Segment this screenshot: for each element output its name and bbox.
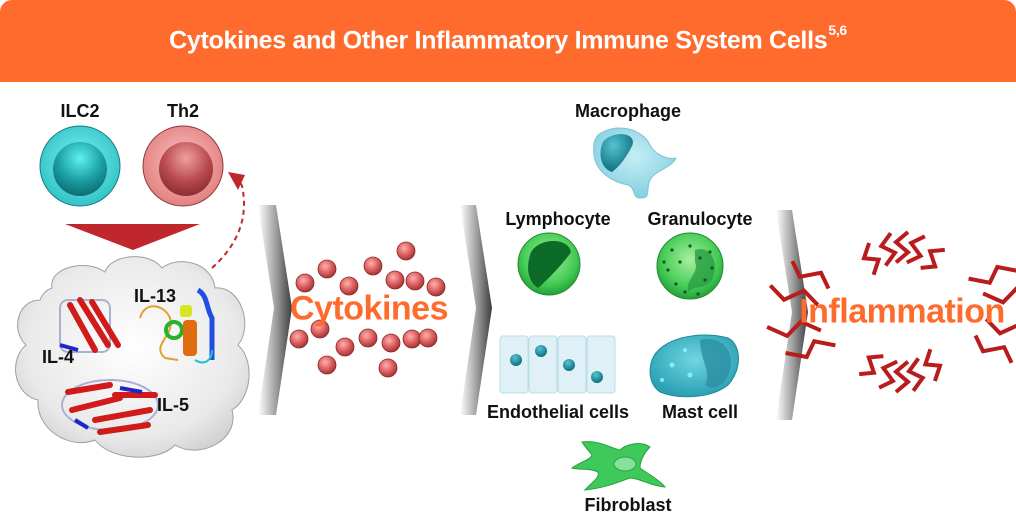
granule-dot [710,266,714,270]
chevron-arrow-2 [460,205,492,415]
lightning-bolt-icon [973,334,1014,364]
granule-dot [666,268,670,272]
lightning-bolt-icon [982,286,1016,305]
granule-dot [688,244,692,248]
lightning-bolt-icon [878,359,899,390]
cytokine-bead-icon [405,271,425,291]
cytokine-bead-icon [289,329,309,349]
fibroblast-cell-icon [570,441,667,491]
title-banner: Cytokines and Other Inflammatory Immune … [0,0,1016,82]
feedback-arrow-icon [211,177,245,269]
granule-dot [674,282,678,286]
title-citation: 5,6 [828,22,847,39]
cytokine-bead-icon [317,355,337,375]
lymphocyte-label: Lymphocyte [505,209,611,229]
granule-dot [670,248,674,252]
il5-label: IL-5 [157,395,190,415]
cytokine-bead-icon [363,256,383,276]
lightning-bolt-icon [768,284,820,307]
granule-dot [708,250,712,254]
lightning-bolt-icon [790,260,831,290]
cytokine-bead-icon [418,328,438,348]
fibroblast-label: Fibroblast [584,495,672,515]
macrophage-label: Macrophage [574,101,682,121]
cytokine-bead-icon [335,337,355,357]
lightning-bolt-icon [785,339,836,360]
cytokine-bead-icon [358,328,378,348]
cytokine-bead-icon [317,259,337,279]
mast-cell-icon [649,334,739,398]
endothelial-cells-label: Endothelial cells [486,402,630,422]
lightning-bolt-icon [892,360,912,394]
cytokine-bead-icon [396,241,416,261]
chevron-arrow-3 [776,210,808,420]
title-text: Cytokines and Other Inflammatory Immune … [169,26,828,55]
mast-cell-label: Mast cell [661,402,739,422]
lightning-bolt-icon [922,348,943,382]
down-arrow-icon [65,224,200,250]
il5-protein-icon [61,379,159,435]
cytokine-bead-icon [339,276,359,296]
granulocyte-cell-icon [656,232,724,300]
cytokine-bead-icon [402,329,422,349]
lightning-bolt-icon [905,234,926,265]
il4-protein-icon [59,297,121,353]
inflammation-bolts [766,230,1016,394]
cytokine-bead-icon [426,277,446,297]
chevron-arrow-1 [258,205,292,415]
ilc2-label: ILC2 [60,101,100,121]
cytokine-bead-icon [295,273,315,293]
cytokine-bead-icon [378,358,398,378]
granule-dot [678,260,682,264]
il4-label: IL-4 [42,347,75,367]
cytokine-bead-icon [310,319,330,339]
lightning-bolt-icon [905,357,926,392]
endothelial-cells-icon [499,335,616,394]
granule-dot [696,292,700,296]
lightning-bolt-icon [984,317,1016,336]
lightning-bolt-icon [861,242,882,276]
macrophage-cell-icon [593,127,677,199]
lightning-bolt-icon [892,230,912,264]
lightning-bolt-icon [766,319,822,339]
page-title: Cytokines and Other Inflammatory Immune … [169,22,847,55]
lightning-bolt-icon [878,232,899,267]
granulocyte-label: Granulocyte [647,209,753,229]
lymphocyte-cell-icon [517,232,581,296]
lightning-bolt-icon [920,247,945,270]
il13-label: IL-13 [134,286,177,306]
cytokine-bead-icon [381,333,401,353]
lightning-bolt-icon [968,264,1016,285]
cytokine-bead-icon [385,270,405,290]
cytokines-label: Cytokines [290,289,449,328]
inflammation-label: Inflammation [799,292,1005,331]
cytokine-beads [289,241,446,378]
granule-dot [683,290,687,294]
lightning-bolt-icon [859,354,884,377]
il13-protein-icon [139,287,215,364]
th2-cell-icon [142,125,224,207]
granule-dot [703,278,707,282]
granule-dot [662,260,666,264]
th2-label: Th2 [166,101,200,121]
ilc2-cell-icon [39,125,121,207]
granule-dot [698,256,702,260]
